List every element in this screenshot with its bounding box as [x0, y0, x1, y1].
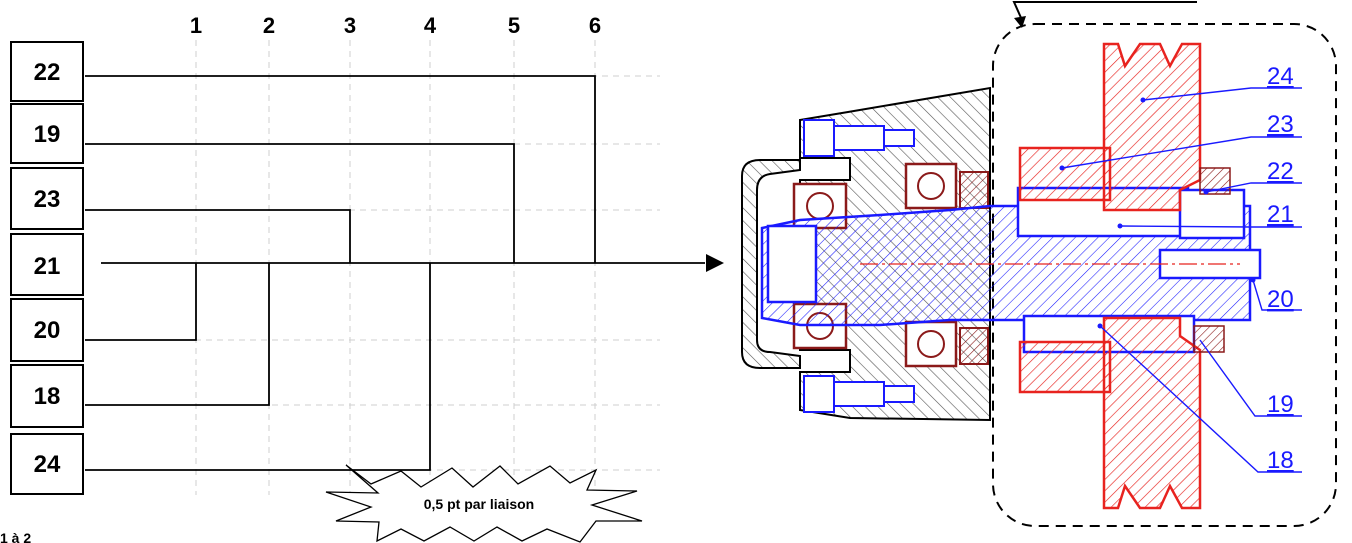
leader-lines — [1061, 87, 1302, 473]
leader-dots — [1059, 97, 1256, 329]
grid — [85, 40, 660, 495]
part-label-18: 18 — [1267, 447, 1294, 474]
part-box-24 — [10, 433, 84, 495]
score-note: 0,5 pt par liaison — [325, 464, 643, 543]
column-label-2: 2 — [263, 13, 275, 38]
box-label-22: 22 — [34, 59, 61, 86]
box-label-19: 19 — [34, 121, 61, 148]
box-label-20: 20 — [34, 317, 61, 344]
box-label-21: 21 — [34, 253, 61, 280]
column-label-4: 4 — [424, 13, 437, 38]
connection-lines — [85, 75, 705, 471]
link-18 — [85, 263, 270, 406]
link-20 — [85, 263, 197, 341]
part-box-19 — [10, 103, 84, 164]
part-label-20: 20 — [1267, 286, 1294, 313]
top-leader-line — [1012, 0, 1197, 21]
part-label-22: 22 — [1267, 158, 1294, 185]
washer — [1193, 325, 1225, 353]
mechanical-drawing: 24 23 22 21 20 19 18 — [741, 0, 1337, 527]
part-box-22 — [10, 41, 84, 102]
part-label-24: 24 — [1267, 63, 1294, 90]
subassembly-boundary — [992, 23, 1337, 527]
link-23 — [85, 209, 351, 263]
column-labels: 1 2 3 4 5 6 — [190, 13, 601, 38]
part-label-19: 19 — [1267, 391, 1294, 418]
part-box-20 — [10, 298, 84, 362]
box-label-18: 18 — [34, 383, 61, 410]
part-boxes — [10, 41, 84, 495]
column-label-1: 1 — [190, 13, 202, 38]
column-label-6: 6 — [589, 13, 601, 38]
link-19 — [85, 143, 515, 263]
starburst-shape — [325, 464, 643, 543]
part-box-21 — [10, 233, 84, 296]
column-label-3: 3 — [344, 13, 356, 38]
part-box-18 — [10, 364, 84, 428]
part-box-23 — [10, 167, 84, 230]
part-labels: 24 23 22 21 20 19 18 — [1267, 63, 1294, 474]
box-label-24: 24 — [34, 451, 61, 478]
arrow-head-icon — [706, 254, 724, 272]
part-label-21: 21 — [1267, 201, 1294, 228]
part-label-23: 23 — [1267, 111, 1294, 138]
part-box-labels: 22 19 23 21 20 18 24 — [34, 59, 61, 478]
pulley — [1102, 42, 1202, 510]
figure-fragment-text: 1 à 2 — [0, 530, 31, 543]
column-label-5: 5 — [508, 13, 520, 38]
link-24 — [85, 263, 431, 471]
link-22 — [85, 75, 596, 263]
hub — [1018, 146, 1112, 394]
screws — [803, 119, 915, 413]
score-note-text: 0,5 pt par liaison — [424, 496, 534, 512]
link-graph: 1 2 3 4 5 6 22 19 23 21 20 18 24 — [10, 13, 724, 543]
box-label-23: 23 — [34, 186, 61, 213]
